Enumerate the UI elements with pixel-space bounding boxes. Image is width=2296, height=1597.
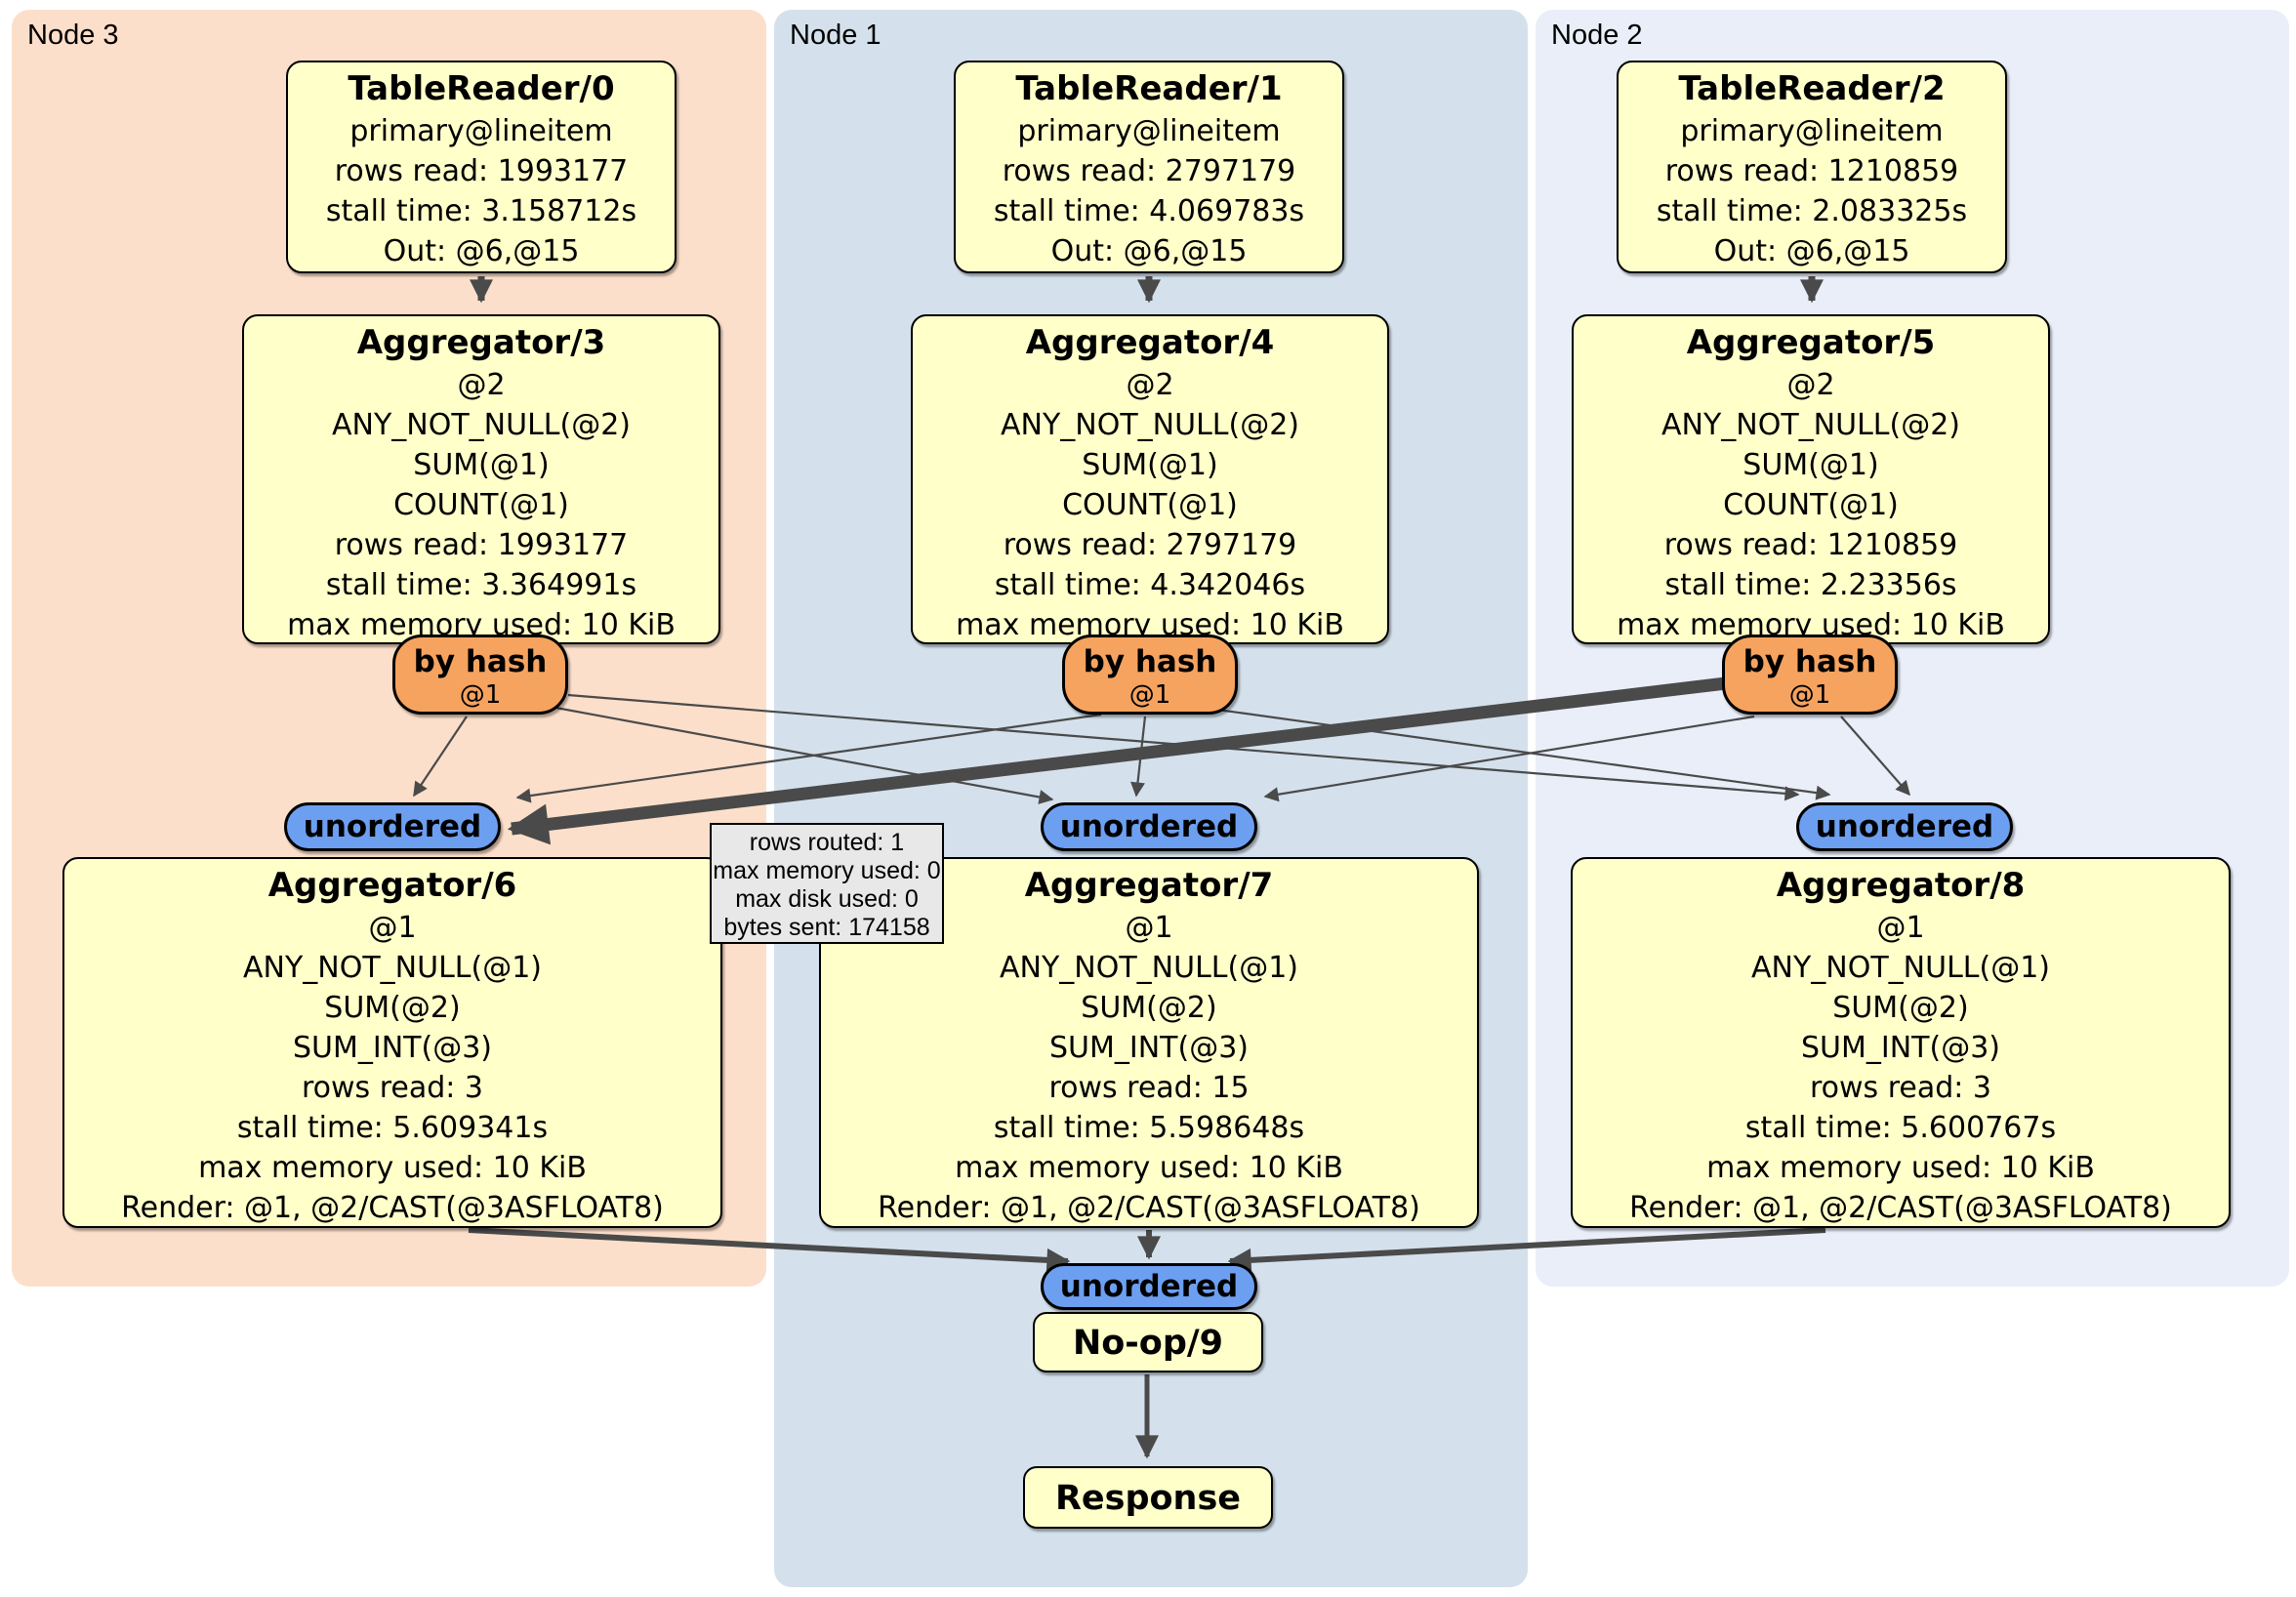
box-title: TableReader/0 xyxy=(348,69,615,108)
router-label: by hash xyxy=(1083,644,1217,679)
router-label: by hash xyxy=(1742,644,1877,679)
box-line: rows read: 15 xyxy=(1048,1071,1250,1105)
region-label-node-1: Node 1 xyxy=(790,20,882,51)
box-line: Render: @1, @2/CAST(@3ASFLOAT8) xyxy=(121,1191,664,1225)
box-line: ANY_NOT_NULL(@1) xyxy=(1751,951,2050,985)
box-line: ANY_NOT_NULL(@2) xyxy=(1001,408,1299,442)
box-line: stall time: 5.609341s xyxy=(236,1111,549,1145)
box-line: rows read: 1993177 xyxy=(334,528,629,562)
box-line: Render: @1, @2/CAST(@3ASFLOAT8) xyxy=(878,1191,1420,1225)
router-sublabel: @1 xyxy=(1788,680,1831,710)
box-line: SUM(@1) xyxy=(413,448,550,482)
box-line: COUNT(@1) xyxy=(393,488,569,522)
box-line: stall time: 4.069783s xyxy=(993,194,1305,228)
router-by-hash-node1[interactable]: by hash @1 xyxy=(1062,635,1238,715)
tooltip-line: bytes sent: 174158 xyxy=(723,914,930,941)
box-tablereader-0[interactable]: TableReader/0 primary@lineitem rows read… xyxy=(286,61,676,273)
box-aggregator-4[interactable]: Aggregator/4 @2 ANY_NOT_NULL(@2) SUM(@1)… xyxy=(911,314,1389,644)
tooltip-line: max disk used: 0 xyxy=(735,885,919,913)
router-sublabel: @1 xyxy=(1128,680,1171,710)
box-title: Aggregator/4 xyxy=(1025,323,1275,362)
box-line: ANY_NOT_NULL(@2) xyxy=(332,408,631,442)
box-line: stall time: 5.600767s xyxy=(1744,1111,2057,1145)
box-line: max memory used: 10 KiB xyxy=(1706,1151,2095,1185)
box-line: rows read: 1210859 xyxy=(1664,154,1959,188)
box-line: max memory used: 10 KiB xyxy=(955,1151,1343,1185)
box-line: COUNT(@1) xyxy=(1723,488,1899,522)
sync-unordered-node3[interactable]: unordered xyxy=(284,802,501,851)
box-line: stall time: 2.23356s xyxy=(1664,568,1957,602)
box-line: COUNT(@1) xyxy=(1062,488,1238,522)
box-line: max memory used: 10 KiB xyxy=(198,1151,587,1185)
box-line: stall time: 3.158712s xyxy=(325,194,637,228)
router-by-hash-node2[interactable]: by hash @1 xyxy=(1722,635,1898,715)
box-line: SUM(@1) xyxy=(1082,448,1218,482)
box-line: rows read: 2797179 xyxy=(1002,154,1296,188)
box-title: Aggregator/3 xyxy=(356,323,606,362)
tooltip-line: max memory used: 0 xyxy=(713,857,941,884)
box-line: rows read: 1993177 xyxy=(334,154,629,188)
box-title: Aggregator/7 xyxy=(1024,866,1274,905)
box-line: Out: @6,@15 xyxy=(1050,234,1248,268)
box-line: rows read: 1210859 xyxy=(1663,528,1958,562)
box-line: SUM(@2) xyxy=(324,991,461,1025)
box-line: primary@lineitem xyxy=(1680,114,1944,148)
box-title: TableReader/1 xyxy=(1015,69,1283,108)
box-line: Out: @6,@15 xyxy=(383,234,580,268)
box-line: @1 xyxy=(1125,911,1173,945)
router-by-hash-node3[interactable]: by hash @1 xyxy=(392,635,568,715)
box-title: No-op/9 xyxy=(1072,1324,1224,1363)
box-aggregator-8[interactable]: Aggregator/8 @1 ANY_NOT_NULL(@1) SUM(@2)… xyxy=(1571,857,2231,1228)
box-line: SUM_INT(@3) xyxy=(293,1031,492,1065)
box-line: SUM(@1) xyxy=(1742,448,1879,482)
box-line: @2 xyxy=(457,368,506,402)
box-line: SUM_INT(@3) xyxy=(1049,1031,1249,1065)
box-title: Aggregator/8 xyxy=(1776,866,2026,905)
box-response[interactable]: Response xyxy=(1023,1466,1273,1529)
box-title: TableReader/2 xyxy=(1678,69,1946,108)
box-line: @2 xyxy=(1786,368,1835,402)
box-noop-9[interactable]: No-op/9 xyxy=(1033,1312,1263,1372)
box-line: primary@lineitem xyxy=(1017,114,1281,148)
box-line: rows read: 3 xyxy=(1809,1071,1992,1105)
box-line: stall time: 5.598648s xyxy=(993,1111,1305,1145)
box-line: stall time: 4.342046s xyxy=(994,568,1306,602)
box-title: Aggregator/6 xyxy=(267,866,517,905)
box-line: stall time: 2.083325s xyxy=(1656,194,1968,228)
box-line: ANY_NOT_NULL(@1) xyxy=(243,951,542,985)
box-line: @2 xyxy=(1126,368,1174,402)
region-label-node-3: Node 3 xyxy=(27,20,119,51)
box-line: Render: @1, @2/CAST(@3ASFLOAT8) xyxy=(1629,1191,2172,1225)
router-sublabel: @1 xyxy=(459,680,502,710)
box-aggregator-6[interactable]: Aggregator/6 @1 ANY_NOT_NULL(@1) SUM(@2)… xyxy=(62,857,722,1228)
sync-unordered-node2[interactable]: unordered xyxy=(1796,802,2013,851)
box-line: Out: @6,@15 xyxy=(1713,234,1910,268)
edge-tooltip: rows routed: 1 max memory used: 0 max di… xyxy=(710,823,944,944)
box-line: SUM(@2) xyxy=(1081,991,1217,1025)
box-line: primary@lineitem xyxy=(349,114,613,148)
region-label-node-2: Node 2 xyxy=(1551,20,1643,51)
box-aggregator-3[interactable]: Aggregator/3 @2 ANY_NOT_NULL(@2) SUM(@1)… xyxy=(242,314,720,644)
box-line: @1 xyxy=(368,911,417,945)
sync-unordered-final[interactable]: unordered xyxy=(1041,1263,1257,1310)
sync-unordered-node1[interactable]: unordered xyxy=(1041,802,1257,851)
box-aggregator-5[interactable]: Aggregator/5 @2 ANY_NOT_NULL(@2) SUM(@1)… xyxy=(1572,314,2050,644)
box-tablereader-2[interactable]: TableReader/2 primary@lineitem rows read… xyxy=(1617,61,2007,273)
box-line: stall time: 3.364991s xyxy=(325,568,637,602)
box-tablereader-1[interactable]: TableReader/1 primary@lineitem rows read… xyxy=(954,61,1344,273)
tooltip-line: rows routed: 1 xyxy=(749,829,905,856)
box-line: @1 xyxy=(1876,911,1925,945)
box-line: ANY_NOT_NULL(@1) xyxy=(1000,951,1298,985)
box-title: Response xyxy=(1054,1479,1242,1518)
box-title: Aggregator/5 xyxy=(1686,323,1936,362)
box-line: rows read: 3 xyxy=(301,1071,484,1105)
box-line: ANY_NOT_NULL(@2) xyxy=(1661,408,1960,442)
box-line: SUM_INT(@3) xyxy=(1801,1031,2000,1065)
box-line: rows read: 2797179 xyxy=(1003,528,1297,562)
box-line: SUM(@2) xyxy=(1832,991,1969,1025)
router-label: by hash xyxy=(413,644,548,679)
